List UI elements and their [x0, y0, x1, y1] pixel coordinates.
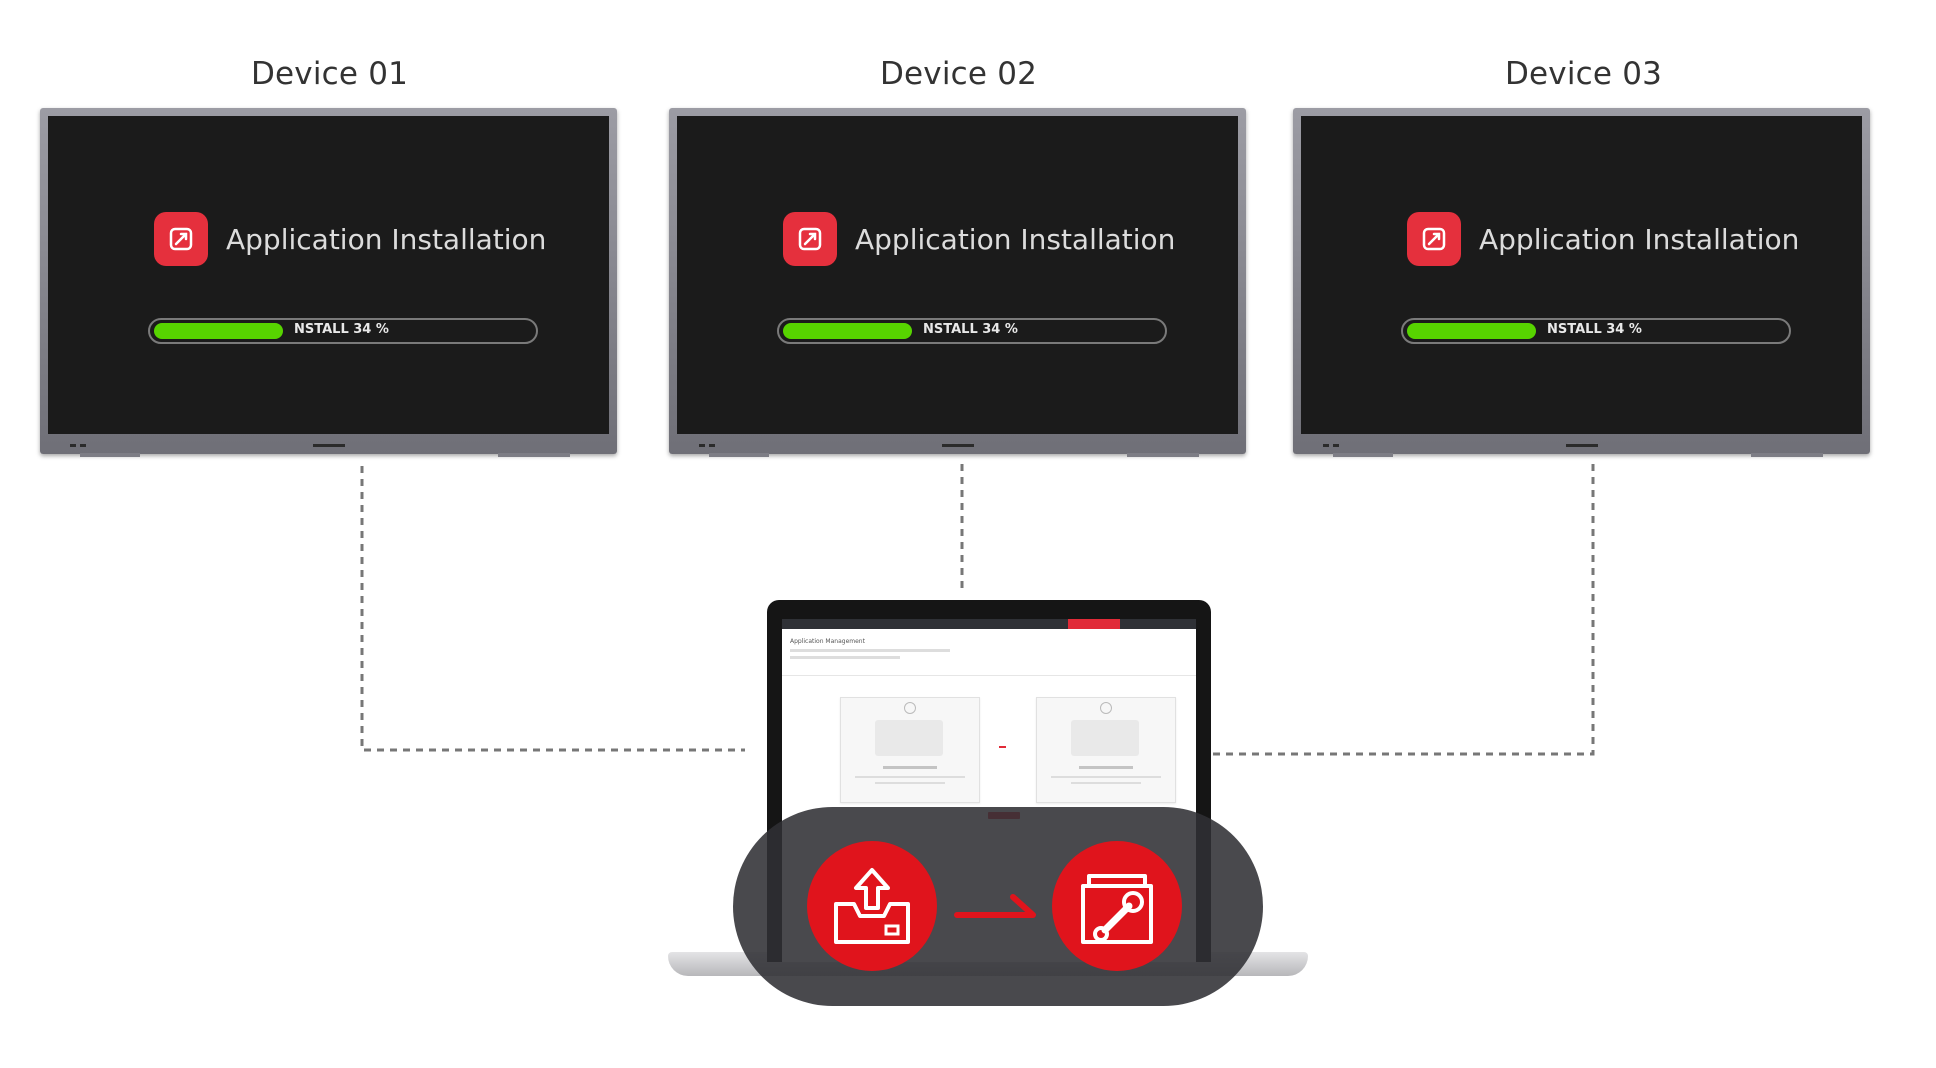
device-2-button [709, 444, 715, 447]
app-install-icon [1407, 212, 1461, 266]
connector-device-3 [1213, 464, 1595, 756]
device-3-display: Application Installation NSTALL 34 % [1293, 108, 1870, 457]
device-3-speaker [1751, 453, 1823, 457]
device-2-speaker [709, 453, 769, 457]
install-progress-fill [1407, 323, 1536, 339]
step-number-badge [1100, 702, 1112, 714]
laptop-screen-step-arrow [999, 746, 1006, 748]
device-2-label: Device 02 [879, 56, 1038, 92]
card-description-placeholder [875, 782, 945, 784]
install-progress-fill [783, 323, 912, 339]
device-3-label: Device 03 [1504, 56, 1663, 92]
device-3-button [1333, 444, 1339, 447]
process-overlay [733, 807, 1263, 1006]
device-2-display: Application Installation NSTALL 34 % [669, 108, 1246, 457]
device-1-brand-mark [312, 444, 345, 447]
app-installation-title: Application Installation [855, 222, 1176, 256]
card-illustration [1071, 720, 1139, 756]
step-number-badge [904, 702, 916, 714]
app-installation-title: Application Installation [1479, 222, 1800, 256]
app-installation-header: Application Installation [1407, 212, 1799, 266]
install-progress-bar: NSTALL 34 % [777, 318, 1167, 344]
card-illustration [875, 720, 943, 756]
device-3-button [1323, 444, 1329, 447]
app-installation-header: Application Installation [783, 212, 1175, 266]
install-progress-bar: NSTALL 34 % [1401, 318, 1791, 344]
device-3-screen: Application Installation NSTALL 34 % [1301, 116, 1862, 434]
device-2-screen: Application Installation NSTALL 34 % [677, 116, 1238, 434]
card-title-placeholder [1079, 766, 1133, 769]
device-1-button [70, 444, 76, 447]
app-install-icon [154, 212, 208, 266]
laptop-screen-subtext [790, 649, 950, 652]
device-3-speaker [1333, 453, 1393, 457]
right-arrow-icon [954, 894, 1036, 918]
install-progress-text: NSTALL 34 % [1547, 322, 1642, 337]
device-1-label: Device 01 [250, 56, 409, 92]
device-3-brand-mark [1565, 444, 1598, 447]
install-progress-text: NSTALL 34 % [294, 322, 389, 337]
connector-device-1 [360, 466, 745, 752]
app-install-icon [783, 212, 837, 266]
card-description-placeholder [855, 776, 965, 778]
device-2-button [699, 444, 705, 447]
laptop-screen-heading: Application Management [790, 638, 865, 645]
laptop-screen-card-2 [1036, 697, 1176, 803]
card-description-placeholder [1051, 776, 1161, 778]
upload-tray-icon [807, 841, 937, 971]
laptop-screen-divider [782, 675, 1196, 676]
device-1-display: Application Installation NSTALL 34 % [40, 108, 617, 457]
device-1-screen: Application Installation NSTALL 34 % [48, 116, 609, 434]
laptop-screen-nav [782, 619, 1196, 629]
install-progress-bar: NSTALL 34 % [148, 318, 538, 344]
device-1-speaker [80, 453, 140, 457]
card-description-placeholder [1071, 782, 1141, 784]
toolbox-wrench-icon [1052, 841, 1182, 971]
laptop-screen-subtext [790, 656, 900, 659]
card-title-placeholder [883, 766, 937, 769]
device-2-speaker [1127, 453, 1199, 457]
laptop-screen-card-1 [840, 697, 980, 803]
install-progress-text: NSTALL 34 % [923, 322, 1018, 337]
device-1-speaker [498, 453, 570, 457]
install-progress-fill [154, 323, 283, 339]
device-1-button [80, 444, 86, 447]
app-installation-title: Application Installation [226, 222, 547, 256]
device-2-brand-mark [941, 444, 974, 447]
laptop-screen-nav-active [1068, 619, 1120, 629]
app-installation-header: Application Installation [154, 212, 546, 266]
